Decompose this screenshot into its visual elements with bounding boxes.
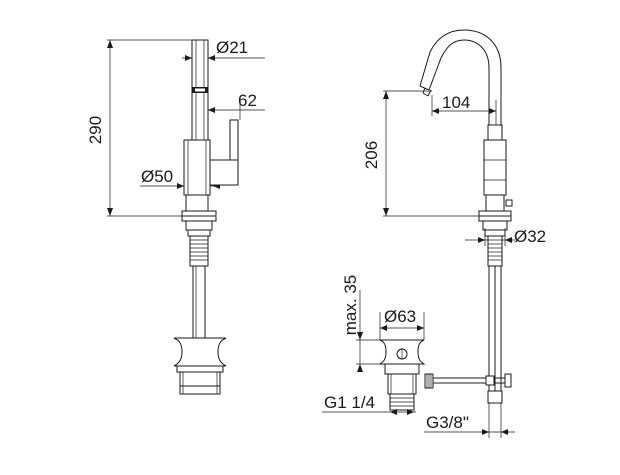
side-height-dimension bbox=[383, 90, 480, 217]
handle-dimension-label: 62 bbox=[238, 91, 257, 110]
front-view: 290 Ø21 62 Ø50 bbox=[86, 38, 265, 395]
front-shank bbox=[189, 235, 209, 339]
base-diameter-label: Ø32 bbox=[514, 227, 546, 246]
side-view: 206 104 bbox=[322, 29, 546, 438]
side-height-label: 206 bbox=[362, 141, 381, 169]
reach-dimension bbox=[431, 95, 497, 130]
front-waste bbox=[173, 337, 227, 395]
side-body bbox=[483, 124, 513, 212]
side-spout bbox=[419, 29, 502, 140]
reach-label: 104 bbox=[442, 93, 470, 112]
front-handle bbox=[209, 119, 239, 186]
waste-diameter-label: Ø63 bbox=[384, 307, 416, 326]
waste-height-dimension bbox=[356, 290, 385, 372]
supply-thread-label: G3/8" bbox=[426, 413, 469, 432]
side-waste bbox=[378, 339, 426, 411]
handle-dimension bbox=[208, 100, 265, 120]
waste-thread-dimension bbox=[322, 409, 416, 415]
waste-max-height-label: max. 35 bbox=[341, 275, 360, 335]
side-supply-pipes bbox=[487, 235, 503, 404]
height-dimension-line bbox=[107, 39, 192, 217]
waste-diameter-dimension bbox=[379, 312, 425, 340]
front-base bbox=[181, 210, 217, 237]
front-body bbox=[183, 139, 211, 212]
pop-up-rod bbox=[424, 373, 512, 389]
waste-thread-label: G1 1/4 bbox=[324, 393, 375, 412]
body-diameter-label: Ø50 bbox=[141, 167, 173, 186]
height-label: 290 bbox=[86, 116, 105, 144]
side-base bbox=[478, 210, 512, 237]
supply-thread-dimension bbox=[424, 403, 515, 438]
spout-diameter-label: Ø21 bbox=[216, 38, 248, 57]
